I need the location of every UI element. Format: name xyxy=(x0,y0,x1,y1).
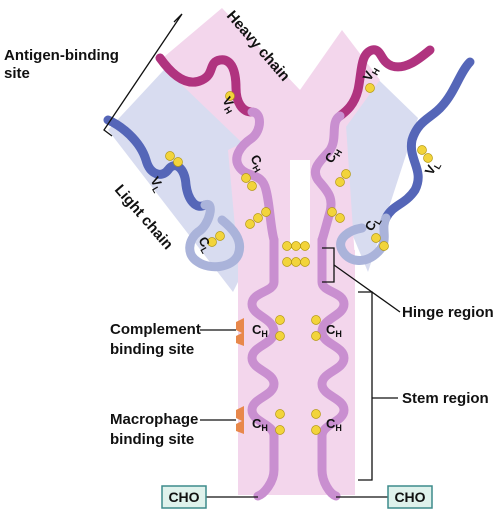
disulfide-bond xyxy=(312,426,321,435)
complement-binding-label-line2: binding site xyxy=(110,341,194,358)
disulfide-bond xyxy=(166,152,175,161)
disulfide-bond xyxy=(246,220,255,229)
antigen-binding-label-line2: site xyxy=(4,65,30,82)
disulfide-bond xyxy=(342,170,351,179)
disulfide-bond xyxy=(248,182,257,191)
disulfide-bond xyxy=(418,146,427,155)
disulfide-bond xyxy=(242,174,251,183)
macrophage-binding-label-line2: binding site xyxy=(110,431,194,448)
disulfide-bond xyxy=(336,214,345,223)
disulfide-bond xyxy=(366,84,375,93)
macrophage-binding-marker xyxy=(236,420,244,434)
cho-left-label: CHO xyxy=(168,489,199,505)
complement-binding-label-line1: Complement xyxy=(110,321,201,338)
disulfide-bond xyxy=(312,332,321,341)
disulfide-bond xyxy=(312,316,321,325)
stem-region-label: Stem region xyxy=(402,390,489,407)
disulfide-bond xyxy=(174,158,183,167)
disulfide-bond xyxy=(312,410,321,419)
disulfide-bond xyxy=(328,208,337,217)
disulfide-bond xyxy=(283,258,292,267)
disulfide-bond xyxy=(283,242,292,251)
disulfide-bond xyxy=(216,232,225,241)
hinge-region-label: Hinge region xyxy=(402,304,494,321)
macrophage-binding-label-line1: Macrophage xyxy=(110,411,198,428)
disulfide-bond xyxy=(276,410,285,419)
disulfide-bond xyxy=(424,154,433,163)
disulfide-bond xyxy=(301,258,310,267)
complement-binding-marker xyxy=(236,318,244,334)
cho-right-label: CHO xyxy=(394,489,425,505)
disulfide-bond xyxy=(262,208,271,217)
disulfide-bond xyxy=(336,178,345,187)
disulfide-bond xyxy=(372,234,381,243)
macrophage-binding-marker xyxy=(236,406,244,422)
disulfide-bond xyxy=(292,258,301,267)
cho-left: CHO xyxy=(162,486,206,508)
antigen-binding-label-line1: Antigen-binding xyxy=(4,47,119,64)
disulfide-bond xyxy=(276,316,285,325)
complement-binding-marker xyxy=(236,332,244,346)
disulfide-bond xyxy=(380,242,389,251)
cho-right: CHO xyxy=(388,486,432,508)
disulfide-bond xyxy=(292,242,301,251)
stem-bracket xyxy=(358,292,372,480)
disulfide-bond xyxy=(301,242,310,251)
disulfide-bond xyxy=(254,214,263,223)
disulfide-bond xyxy=(276,426,285,435)
disulfide-bond xyxy=(276,332,285,341)
